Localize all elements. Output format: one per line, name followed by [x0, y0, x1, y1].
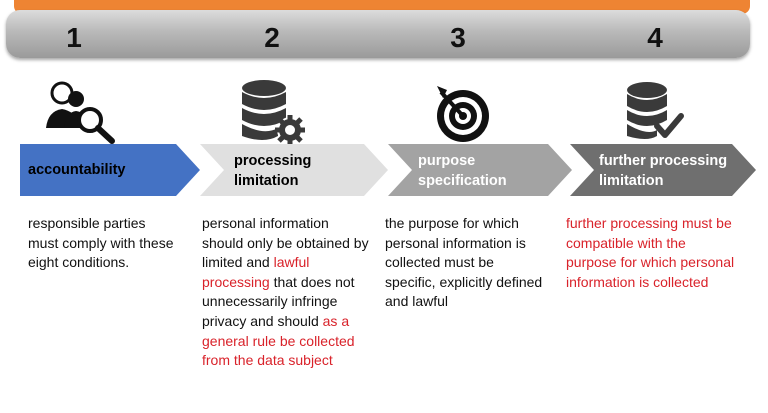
step-2-label-line-1: processing: [234, 153, 312, 169]
step-1-label-line: accountability: [28, 162, 126, 178]
process-chevrons: [20, 144, 756, 196]
step-1-number: 1: [66, 22, 82, 53]
step-2-number: 2: [264, 22, 280, 53]
database-check-icon: [613, 78, 693, 146]
step-2-label-line-2: limitation: [234, 173, 299, 189]
step-4-label-line-1: further processing: [599, 153, 728, 169]
step-4-description: further processing must be compatible wi…: [566, 214, 736, 292]
step-1-description: responsible parties must comply with the…: [28, 214, 178, 273]
step-2-description: personal information should only be obta…: [202, 214, 370, 371]
target-icon: [423, 78, 503, 146]
chevron-step-1: [20, 144, 200, 196]
step-4-number: 4: [647, 22, 663, 53]
step-4-label: further processing limitation: [599, 151, 727, 191]
step-2-highlight-data-subject: as a general rule be collected from the …: [202, 312, 355, 369]
chevron-step-2: [200, 144, 388, 196]
step-3-label-line-1: purpose: [418, 153, 476, 169]
step-2-label: processing limitation: [234, 151, 311, 191]
step-1-label: accountability: [28, 160, 126, 180]
step-2-highlight-lawful: lawful processing: [202, 254, 310, 290]
step-1-description-text: responsible parties must comply with the…: [28, 215, 174, 271]
step-3-label: purpose specification: [418, 151, 507, 191]
step-4-label-line-2: limitation: [599, 173, 664, 189]
database-gear-icon: [232, 78, 312, 146]
chevron-step-3: [388, 144, 572, 196]
step-3-description: the purpose for which personal informati…: [385, 214, 545, 312]
step-2-description-text-2: that does not unnecessarily infringe pri…: [202, 273, 355, 329]
chevron-step-4: [570, 144, 756, 196]
step-3-number: 3: [450, 22, 466, 53]
step-3-description-text: the purpose for which personal informati…: [385, 215, 543, 310]
step-2-description-text: personal information should only be obta…: [202, 215, 369, 271]
step-4-description-text: further processing must be compatible wi…: [566, 215, 735, 290]
step-number-bar: [6, 10, 750, 58]
user-search-icon: [40, 78, 120, 146]
step-3-label-line-2: specification: [418, 173, 507, 189]
